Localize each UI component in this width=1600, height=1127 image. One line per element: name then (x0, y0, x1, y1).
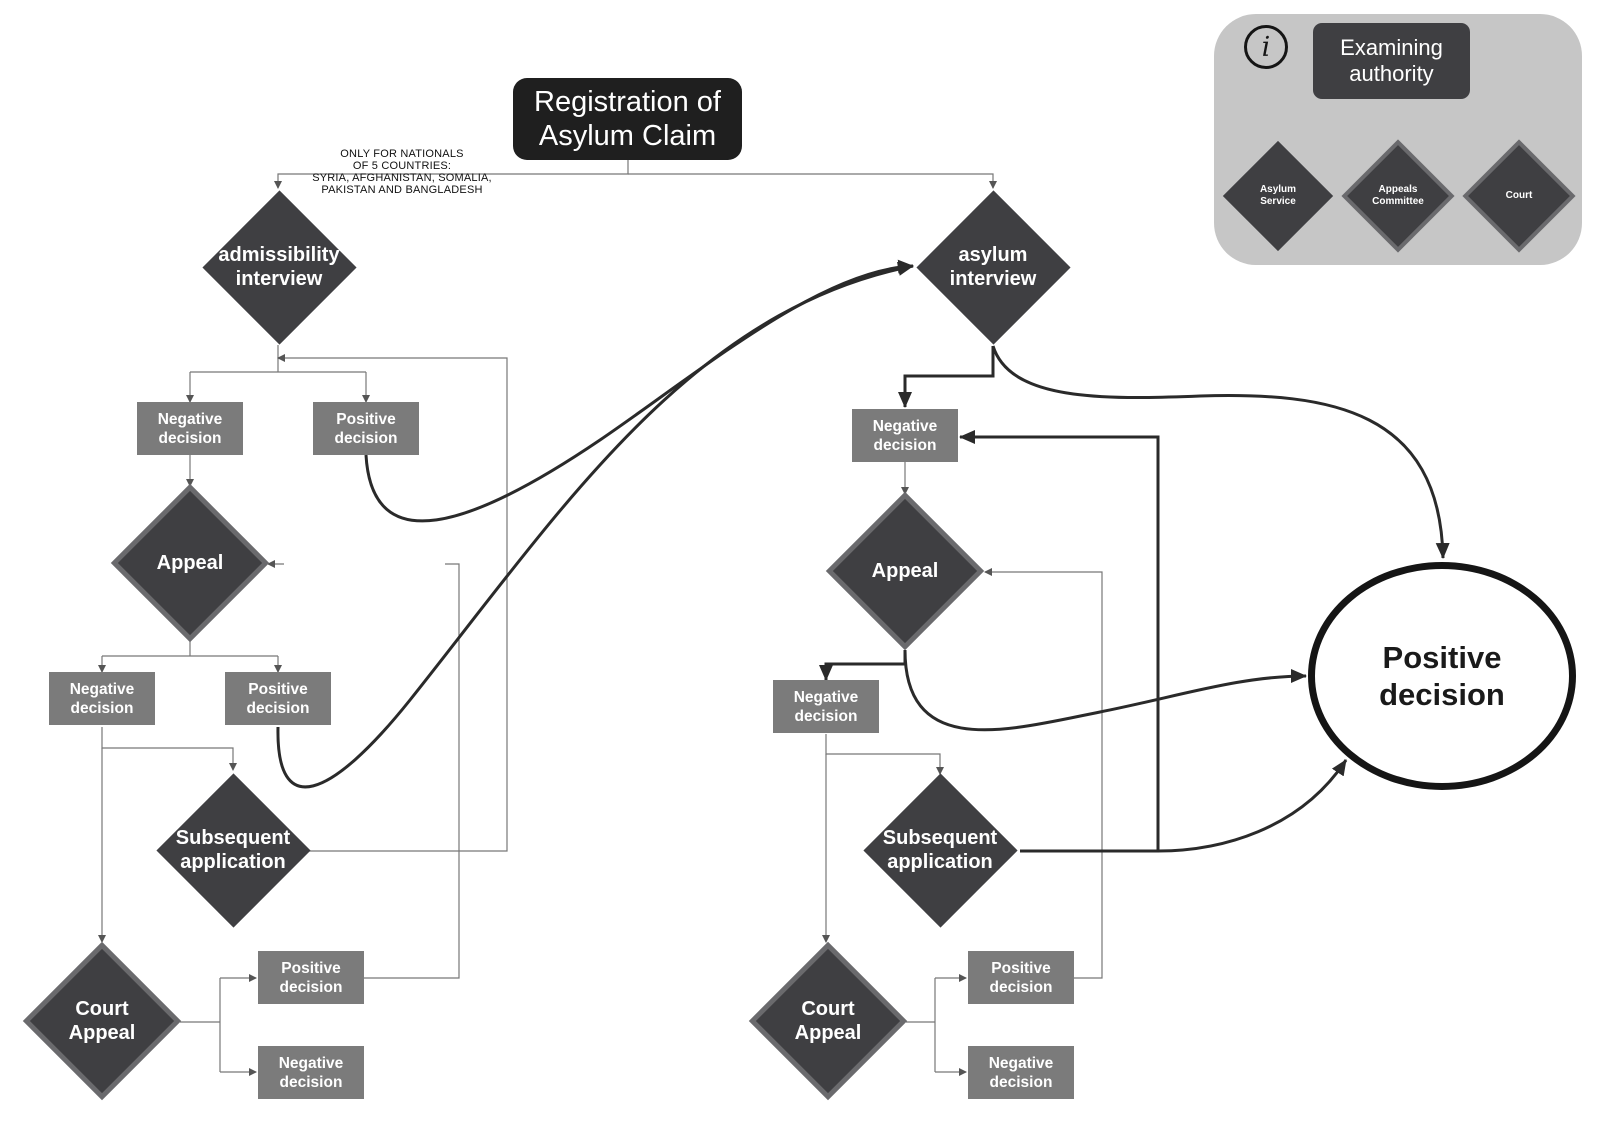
admissibility-interview-label: admissibility interview (218, 244, 340, 290)
left-subsequent-application-node: Subsequent application (155, 772, 311, 928)
connector-left-negative-to-subsequent (101, 727, 237, 771)
connector-asylum-interview-to-final-positive (991, 345, 1450, 559)
connector-right-court-positive-to-appeal (984, 568, 1103, 979)
connector-subsequent-loop-to-right-negative (959, 430, 1160, 851)
connector-court-positive-to-appeal (268, 564, 460, 979)
left-first-negative-decision: Negative decision (137, 402, 243, 455)
right-court-appeal-node: Court Appeal (752, 945, 904, 1097)
right-court-appeal-label: Court Appeal (794, 998, 862, 1044)
legend-appeals-committee-label: Appeals Committee (1372, 184, 1424, 207)
connector-appeal-to-right-negative (819, 650, 907, 681)
right-court-positive-decision: Positive decision (968, 951, 1074, 1004)
right-subsequent-application-node: Subsequent application (862, 772, 1018, 928)
final-positive-decision: Positive decision (1308, 562, 1576, 790)
left-appeal-node: Appeal (114, 487, 266, 639)
asylum-interview-node: asylum interview (915, 189, 1071, 345)
left-subsequent-application-label: Subsequent application (175, 827, 291, 873)
legend-asylum-service: Asylum Service (1222, 140, 1334, 252)
eligibility-note: ONLY FOR NATIONALS OF 5 COUNTRIES: SYRIA… (312, 148, 492, 196)
legend-title: Examining authority (1313, 23, 1470, 99)
admissibility-interview-node: admissibility interview (201, 189, 357, 345)
connector-asylum-interview-to-right-negative (898, 346, 995, 408)
left-appeal-positive-decision: Positive decision (225, 672, 331, 725)
left-court-appeal-node: Court Appeal (26, 945, 178, 1097)
left-court-appeal-label: Court Appeal (68, 998, 136, 1044)
connector-court-split (180, 978, 221, 1072)
right-appeal-label: Appeal (871, 560, 939, 582)
connector-appeal-split (102, 640, 278, 657)
legend-court-label: Court (1505, 190, 1533, 201)
left-first-positive-decision: Positive decision (313, 402, 419, 455)
right-appeal-node: Appeal (829, 495, 981, 647)
right-court-negative-decision: Negative decision (968, 1046, 1074, 1099)
connector-right-negative-to-subsequent (825, 734, 944, 775)
connector-subsequent-loop-to-admissibility (277, 354, 508, 852)
connector-left-positive-to-asylum-interview (364, 259, 914, 523)
connector-right-court-split (906, 978, 936, 1072)
right-appeal-negative-decision: Negative decision (773, 680, 879, 733)
connector-title-to-asylum-interview (628, 173, 997, 189)
legend-asylum-service-label: Asylum Service (1259, 184, 1297, 207)
left-court-positive-decision: Positive decision (258, 951, 364, 1004)
asylum-interview-label: asylum interview (949, 244, 1037, 290)
connector-appeal-to-final-positive (903, 649, 1307, 732)
legend-court: Court (1464, 141, 1574, 251)
left-appeal-label: Appeal (156, 552, 224, 574)
left-appeal-negative-decision: Negative decision (49, 672, 155, 725)
legend-appeals-committee: Appeals Committee (1343, 141, 1453, 251)
connector-left-appeal-positive-to-asylum-interview (276, 262, 914, 789)
right-first-negative-decision: Negative decision (852, 409, 958, 462)
right-subsequent-application-label: Subsequent application (882, 827, 998, 873)
left-court-negative-decision: Negative decision (258, 1046, 364, 1099)
info-icon: i (1244, 25, 1288, 69)
connector-subsequent-to-final-positive (1020, 759, 1348, 853)
connector-title-to-admissibility (274, 158, 629, 189)
registration-title: Registration of Asylum Claim (513, 78, 742, 160)
